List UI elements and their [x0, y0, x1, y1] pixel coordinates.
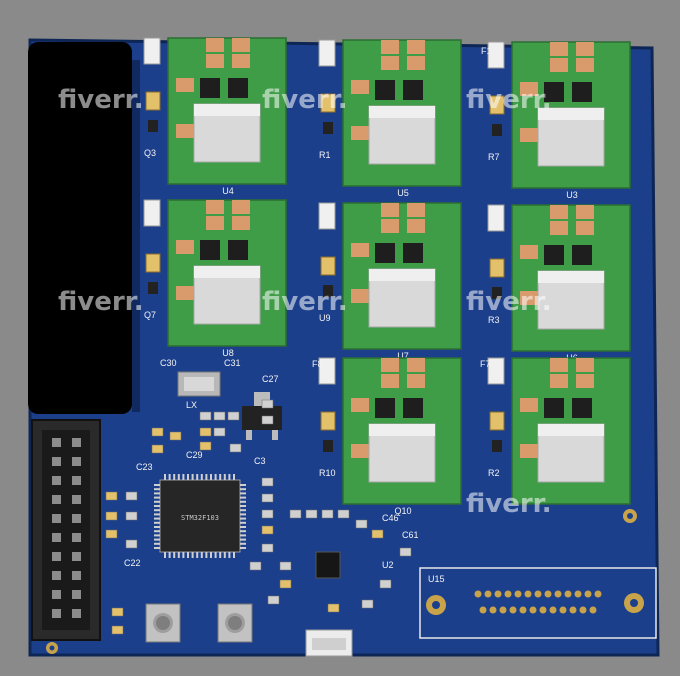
label-f8: F8 [312, 359, 323, 369]
component-label: Q3 [144, 148, 156, 158]
smd-component [125, 511, 138, 521]
smd-component [105, 511, 118, 521]
tactile-switch-right [217, 603, 253, 643]
label-lx: LX [186, 400, 197, 410]
component-label: R7 [488, 152, 500, 162]
component-label: R3 [488, 315, 500, 325]
smd-component [305, 509, 318, 519]
smd-component [227, 411, 240, 421]
smd-component [321, 509, 334, 519]
smd-component [199, 427, 212, 437]
module-ref-label: Q10 [394, 506, 411, 516]
smd-component [111, 625, 124, 635]
smd-component [125, 491, 138, 501]
smd-component [261, 399, 274, 409]
smd-component [261, 493, 274, 503]
component-label: R10 [319, 468, 336, 478]
power-module: U3 R7 [487, 41, 631, 200]
watermark: fiverr. [466, 287, 552, 317]
smd-component [199, 411, 212, 421]
module-ref-label: U3 [566, 190, 578, 200]
smd-component [379, 579, 392, 589]
component-label: R2 [488, 468, 500, 478]
microcontroller-chip: STM32F103 [154, 474, 246, 558]
module-ref-label: U4 [222, 186, 234, 196]
smd-component [337, 509, 350, 519]
box-header-connector [31, 419, 101, 641]
smd-component [229, 443, 242, 453]
watermark: fiverr. [58, 287, 144, 317]
silkscreen-labels: C30 C31 C27 LX C23 C29 C3 C22 C46 C61 U2… [124, 46, 492, 584]
watermark: fiverr. [466, 85, 552, 115]
label-c27: C27 [262, 374, 279, 384]
mcu-marking: STM32F103 [181, 514, 219, 522]
smd-component [261, 543, 274, 553]
smd-component [261, 415, 274, 425]
smd-component [279, 561, 292, 571]
redaction-block [28, 42, 132, 414]
label-c46: C46 [382, 513, 399, 523]
watermark: fiverr. [466, 489, 552, 519]
smd-component [125, 539, 138, 549]
label-c29: C29 [186, 450, 203, 460]
smd-component [151, 444, 164, 454]
component-label: Q7 [144, 310, 156, 320]
power-module: Q10 R10 [318, 357, 462, 516]
smd-component [261, 525, 274, 535]
smd-component [267, 595, 280, 605]
watermark: fiverr. [58, 85, 144, 115]
smd-component [399, 547, 412, 557]
label-f1: F1 [481, 46, 492, 56]
power-module: U6R3 [487, 204, 631, 363]
smd-component [151, 427, 164, 437]
smd-component [279, 579, 292, 589]
smd-component [371, 529, 384, 539]
smd-component [199, 441, 212, 451]
smd-component [355, 519, 368, 529]
jst-connector [305, 629, 353, 657]
smd-component [105, 491, 118, 501]
label-f7: F7 [480, 359, 491, 369]
power-module: R2 [487, 357, 631, 505]
smd-component [261, 477, 274, 487]
crystal-component [177, 371, 221, 397]
power-module: U7 U9 [318, 202, 462, 361]
component-label: U9 [319, 313, 331, 323]
smd-component [111, 607, 124, 617]
watermark: fiverr. [262, 287, 348, 317]
label-c22: C22 [124, 558, 141, 568]
tactile-switch-left [145, 603, 181, 643]
module-ref-label: U7 [397, 351, 409, 361]
label-c31: C31 [224, 358, 241, 368]
label-c3: C3 [254, 456, 266, 466]
smd-component [261, 509, 274, 519]
module-ref-label: U5 [397, 188, 409, 198]
smd-component [213, 427, 226, 437]
label-c23: C23 [136, 462, 153, 472]
label-c30: C30 [160, 358, 177, 368]
smd-component [213, 411, 226, 421]
smd-component [361, 599, 374, 609]
watermarks: fiverr. fiverr. fiverr. fiverr. fiverr. … [58, 85, 552, 519]
smd-component [169, 431, 182, 441]
smd-component [289, 509, 302, 519]
label-c61: C61 [402, 530, 419, 540]
smd-component [105, 529, 118, 539]
power-module: U8 Q7 [143, 199, 287, 358]
label-u15: U15 [428, 574, 445, 584]
label-u2: U2 [382, 560, 394, 570]
module-ref-label: U8 [222, 348, 234, 358]
db-connector-footprint [419, 567, 657, 639]
smd-component [249, 561, 262, 571]
passive-components [105, 399, 412, 635]
power-module: U4 Q3 [143, 37, 287, 196]
smd-component [327, 603, 340, 613]
component-label: R1 [319, 150, 331, 160]
small-qfn-chip [315, 551, 341, 579]
watermark: fiverr. [262, 85, 348, 115]
power-module: U5 R1 [318, 39, 462, 198]
